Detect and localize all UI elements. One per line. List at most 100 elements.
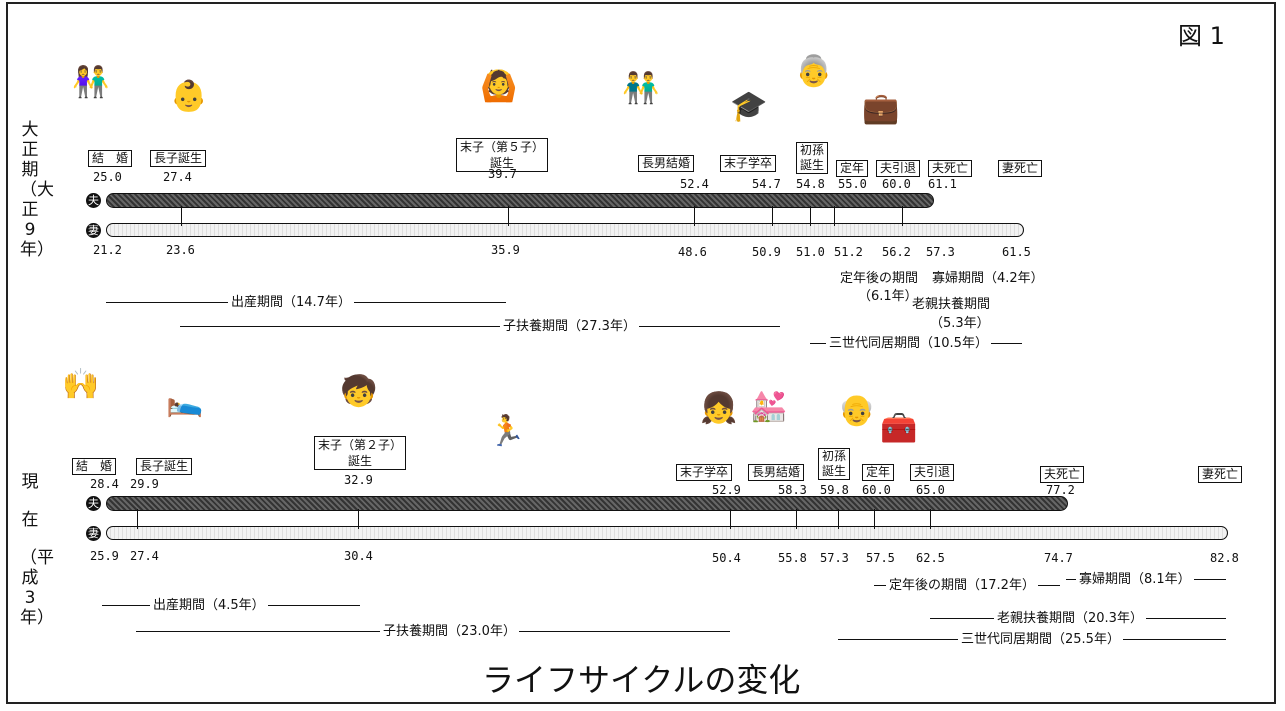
briefcase-illustration: 💼 <box>862 91 900 126</box>
husband-age: 61.1 <box>928 177 957 191</box>
wife-lifeline-bar <box>106 223 1024 237</box>
event-teinen-heisei: 定年 <box>862 464 895 481</box>
event-tsuma-shibo-heisei: 妻死亡 <box>1198 466 1243 483</box>
event-choshi-heisei: 長子誕生 <box>136 458 193 475</box>
wife-age: 82.8 <box>1210 551 1239 565</box>
era-label-heisei-2: 在 <box>21 510 39 530</box>
husband-lifeline-bar <box>106 193 934 208</box>
wife-age: 27.4 <box>130 549 159 563</box>
husband-age: 77.2 <box>1046 483 1075 497</box>
tick <box>730 509 731 529</box>
wife-age: 55.8 <box>778 551 807 565</box>
event-intai-taisho: 夫引退 <box>876 160 921 177</box>
wife-age: 56.2 <box>882 245 911 259</box>
grandfather-illustration: 👴 <box>838 393 876 428</box>
event-hatsumago-heisei: 初孫誕生 <box>818 448 851 480</box>
tick <box>834 206 835 226</box>
event-kekkon-taisho: 結 婚 <box>88 150 133 167</box>
period-roshin-heisei: 老親扶養期間（20.3年） <box>994 612 1146 626</box>
wife-age: 23.6 <box>166 243 195 257</box>
event-hatsumago-taisho: 初孫誕生 <box>796 142 829 174</box>
cheering-couple-illustration: 🙌 <box>62 367 100 402</box>
event-otto-shibo-taisho: 夫死亡 <box>928 160 973 177</box>
period-kafu-heisei: 寡婦期間（8.1年） <box>1076 573 1194 587</box>
event-teinen-taisho: 定年 <box>836 160 869 177</box>
husband-mark: 夫 <box>86 496 101 511</box>
period-kofuyo-heisei: 子扶養期間（23.0年） <box>380 625 519 639</box>
period-shussan-heisei: 出産期間（4.5年） <box>150 599 268 613</box>
period-sansedai-taisho: 三世代同居期間（10.5年） <box>826 337 991 351</box>
wife-age: 57.3 <box>820 551 849 565</box>
wife-age: 21.2 <box>93 243 122 257</box>
event-choshi-taisho: 長子誕生 <box>150 150 207 167</box>
wedding-illustration: 💒 <box>750 389 788 424</box>
tick <box>930 509 931 529</box>
event-kekkon-heisei: 結 婚 <box>72 458 117 475</box>
husband-age: 60.0 <box>882 177 911 191</box>
era-label-heisei-1: 現 <box>21 472 39 492</box>
event-gakusotsu-heisei: 末子学卒 <box>676 464 733 481</box>
wife-age: 62.5 <box>916 551 945 565</box>
period-sansedai-heisei: 三世代同居期間（25.5年） <box>958 633 1123 647</box>
period-teinengo-years-taisho: （6.1年） <box>858 289 918 304</box>
running-children-illustration: 🏃 <box>488 414 526 449</box>
era-label-taisho: 大正期（大正9年） <box>20 120 54 260</box>
husband-age: 29.9 <box>130 477 159 491</box>
tick <box>874 509 875 529</box>
wife-age: 74.7 <box>1044 551 1073 565</box>
wife-age: 50.4 <box>712 551 741 565</box>
tick <box>796 509 797 529</box>
period-roshin-taisho: 老親扶養期間 <box>912 297 991 312</box>
toddler-illustration: 🧒 <box>340 374 378 409</box>
event-chonan-kekkon-taisho: 長男結婚 <box>638 155 695 172</box>
wife-age: 61.5 <box>1002 245 1031 259</box>
husband-age: 27.4 <box>163 170 192 184</box>
husband-age: 52.9 <box>712 483 741 497</box>
wife-mark: 妻 <box>86 223 101 238</box>
event-tsuma-shibo-taisho: 妻死亡 <box>998 160 1043 177</box>
man-reading-illustration: 🙆 <box>480 69 518 104</box>
wife-age: 35.9 <box>491 243 520 257</box>
wife-mark: 妻 <box>86 526 101 541</box>
husband-age: 58.3 <box>778 483 807 497</box>
tick <box>838 509 839 529</box>
period-kofuyo-taisho: 子扶養期間（27.3年） <box>500 320 639 334</box>
tick <box>358 509 359 529</box>
period-roshin-years-taisho: （5.3年） <box>930 316 990 331</box>
tick <box>508 206 509 226</box>
husband-age: 28.4 <box>90 477 119 491</box>
wife-age: 57.3 <box>926 245 955 259</box>
figure-caption: ライフサイクルの変化 <box>482 661 801 699</box>
era-label-heisei-3: （平成3年） <box>20 548 54 628</box>
baby-sleeping-illustration: 🛌 <box>166 384 204 419</box>
tick <box>137 509 138 529</box>
wife-age: 30.4 <box>344 549 373 563</box>
wife-age: 48.6 <box>678 245 707 259</box>
husband-age: 60.0 <box>862 483 891 497</box>
tick <box>810 206 811 226</box>
husband-age: 39.7 <box>488 167 517 181</box>
event-otto-shibo-heisei: 夫死亡 <box>1040 466 1085 483</box>
sons-illustration: 👬 <box>622 71 660 106</box>
baby-illustration: 👶 <box>170 79 208 114</box>
husband-mark: 夫 <box>86 193 101 208</box>
event-basshi-heisei: 末子（第２子）誕生 <box>314 436 407 470</box>
toolbox-illustration: 🧰 <box>880 411 918 446</box>
period-teinengo-heisei: 定年後の期間（17.2年） <box>886 579 1038 593</box>
event-chonan-kekkon-heisei: 長男結婚 <box>748 464 805 481</box>
event-basshi-taisho: 末子（第５子）誕生 <box>456 138 549 172</box>
tick <box>694 206 695 226</box>
grandmother-baby-illustration: 👵 <box>795 54 833 89</box>
tick <box>181 206 182 226</box>
husband-age: 32.9 <box>344 473 373 487</box>
figure-number: 図 1 <box>1178 22 1225 50</box>
wife-age: 25.9 <box>90 549 119 563</box>
tick <box>772 206 773 226</box>
wife-lifeline-bar <box>106 526 1228 540</box>
period-shussan-taisho: 出産期間（14.7年） <box>228 296 354 310</box>
husband-age: 59.8 <box>820 483 849 497</box>
husband-age: 52.4 <box>680 177 709 191</box>
wife-age: 51.0 <box>796 245 825 259</box>
period-teinengo-taisho: 定年後の期間 <box>840 271 919 286</box>
tick <box>902 206 903 226</box>
